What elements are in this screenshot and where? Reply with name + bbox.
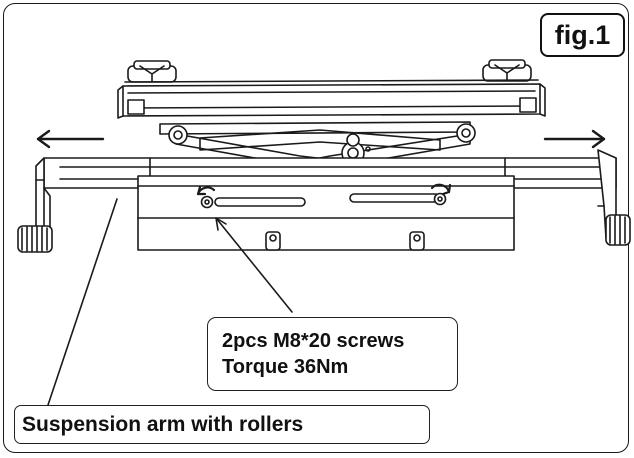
- figure-label: fig.1: [540, 13, 625, 57]
- lifting-pad-right: [482, 59, 532, 82]
- top-beam: [117, 79, 546, 119]
- extend-arrow-left: [36, 129, 105, 149]
- screws-callout-line2: Torque 36Nm: [222, 356, 349, 378]
- screw-left: [196, 185, 216, 209]
- lifting-pad-left: [127, 60, 177, 83]
- right-roller: [605, 214, 631, 246]
- screws-callout-line1: 2pcs M8*20 screws: [222, 330, 405, 352]
- leader-line-screws: [215, 217, 293, 313]
- leader-line-arm: [47, 198, 118, 406]
- arm-callout: Suspension arm with rollers: [14, 405, 430, 444]
- left-roller: [17, 225, 53, 253]
- extend-arrow-right: [543, 129, 606, 149]
- screws-callout: 2pcs M8*20 screws Torque 36Nm: [207, 317, 458, 391]
- center-housing: [137, 175, 515, 251]
- screw-right: [430, 183, 452, 206]
